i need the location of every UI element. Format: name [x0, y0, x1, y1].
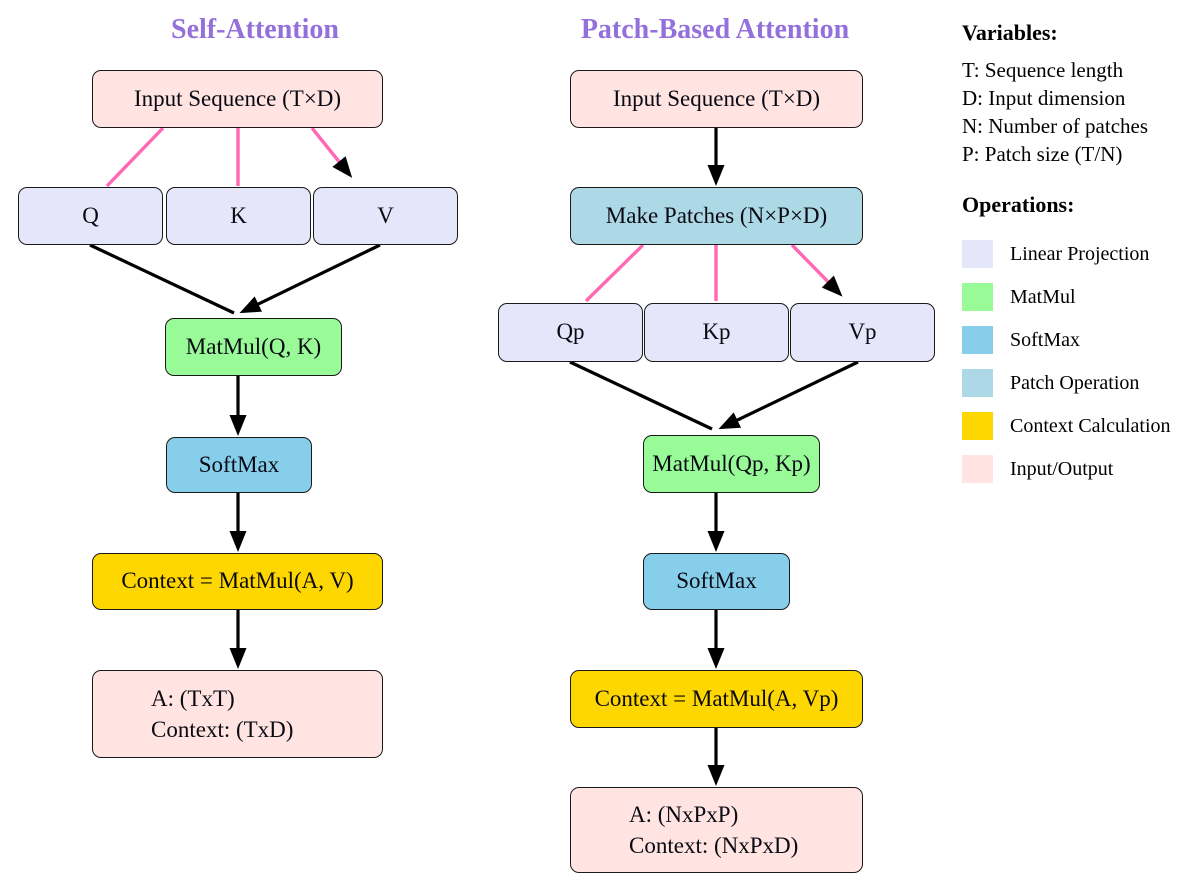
legend-label: Patch Operation	[1010, 371, 1140, 394]
softmax-swatch	[962, 326, 993, 354]
sa-output-box: A: (TxT) Context: (TxD)	[92, 670, 383, 758]
legend-row-linear-projection: Linear Projection	[962, 240, 1149, 268]
legend-row-patch-operation: Patch Operation	[962, 369, 1139, 397]
sa-v-box: V	[313, 187, 458, 245]
pba-output-line-2: Context: (NxPxD)	[629, 833, 799, 858]
sa-k-box: K	[166, 187, 311, 245]
pba-kp-box: Kp	[644, 303, 789, 362]
legend-variables-list: T: Sequence length D: Input dimension N:…	[962, 56, 1148, 168]
sa-matmul-box: MatMul(Q, K)	[165, 318, 342, 376]
legend-row-softmax: SoftMax	[962, 326, 1080, 354]
context-calculation-swatch	[962, 412, 993, 440]
legend-row-matmul: MatMul	[962, 283, 1076, 311]
matmul-swatch	[962, 283, 993, 311]
pba-vp-box: Vp	[790, 303, 935, 362]
sa-context-box: Context = MatMul(A, V)	[92, 553, 383, 610]
legend-label: Context Calculation	[1010, 414, 1171, 437]
pba-context-box: Context = MatMul(A, Vp)	[570, 670, 863, 728]
pba-matmul-box: MatMul(Qp, Kp)	[643, 435, 820, 493]
legend-label: Linear Projection	[1010, 242, 1150, 265]
legend-row-input-output: Input/Output	[962, 455, 1113, 483]
self-attention-title: Self-Attention	[171, 14, 339, 45]
pba-input-sequence-box: Input Sequence (T×D)	[570, 70, 863, 128]
patch-operation-swatch	[962, 369, 993, 397]
legend-operations-title: Operations:	[962, 192, 1075, 217]
sa-output-line-1: A: (TxT)	[151, 686, 235, 711]
pba-output-box: A: (NxPxP) Context: (NxPxD)	[570, 787, 863, 873]
legend-variable-p: P: Patch size (T/N)	[962, 142, 1123, 166]
sa-softmax-box: SoftMax	[166, 437, 312, 493]
patch-based-attention-title: Patch-Based Attention	[580, 14, 850, 45]
pba-output-line-1: A: (NxPxP)	[629, 802, 739, 827]
pba-make-patches-box: Make Patches (N×P×D)	[570, 187, 863, 245]
linear-projection-swatch	[962, 240, 993, 268]
input-output-swatch	[962, 455, 993, 483]
legend-variable-d: D: Input dimension	[962, 86, 1126, 110]
sa-output-line-2: Context: (TxD)	[151, 717, 294, 742]
sa-q-box: Q	[18, 187, 163, 245]
sa-input-sequence-box: Input Sequence (T×D)	[92, 70, 383, 128]
legend-row-context-calculation: Context Calculation	[962, 412, 1171, 440]
pba-qp-box: Qp	[498, 303, 643, 362]
legend-label: SoftMax	[1010, 328, 1080, 351]
legend-variables-title: Variables:	[962, 20, 1058, 45]
legend-label: MatMul	[1010, 285, 1076, 308]
legend-label: Input/Output	[1010, 457, 1114, 480]
legend-variable-n: N: Number of patches	[962, 114, 1149, 138]
pba-softmax-box: SoftMax	[643, 553, 790, 610]
legend-variable-t: T: Sequence length	[962, 58, 1124, 82]
